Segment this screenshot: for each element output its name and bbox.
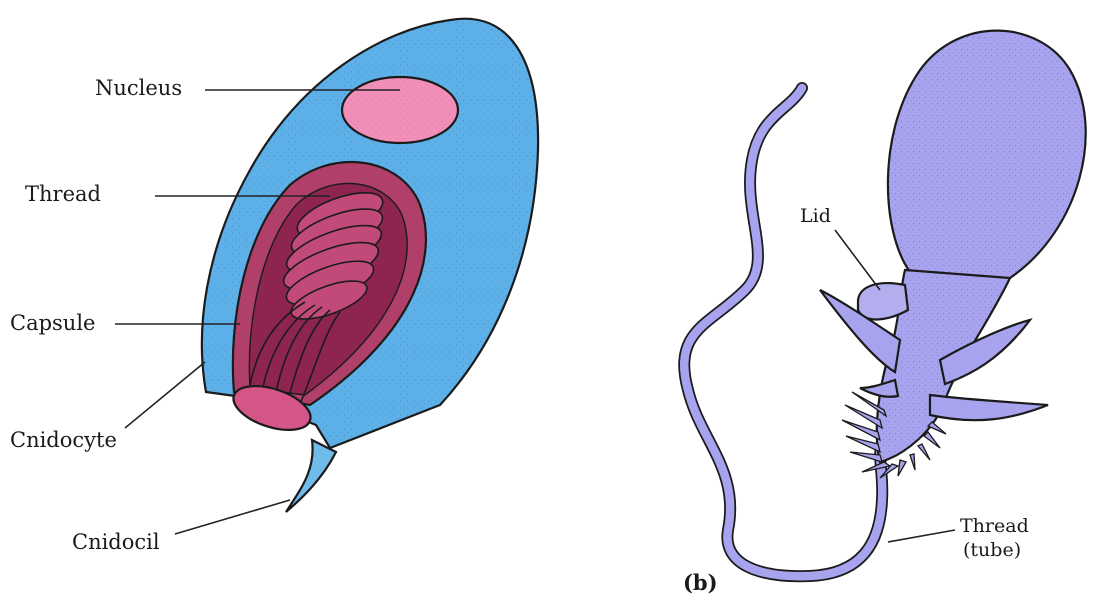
label-thread-tube-line2: (tube) — [963, 539, 1021, 561]
leader-cnidocil — [175, 500, 290, 534]
lid — [858, 283, 908, 319]
panel-letter-b: (b) — [683, 570, 718, 595]
label-thread: Thread — [25, 182, 101, 206]
cnidocil — [286, 440, 336, 512]
leader-lid — [835, 230, 880, 290]
panel-b-nematocyst — [684, 31, 1085, 577]
label-cnidocyte: Cnidocyte — [10, 428, 117, 452]
label-capsule: Capsule — [10, 311, 95, 335]
label-thread-tube-line1: Thread — [960, 515, 1029, 537]
label-cnidocil: Cnidocil — [72, 530, 160, 554]
label-nucleus: Nucleus — [95, 76, 182, 100]
label-lid: Lid — [800, 205, 831, 227]
leader-cnidocyte — [125, 362, 205, 428]
panel-a-cnidocyte — [202, 19, 538, 512]
leader-thread-tube — [888, 530, 955, 542]
